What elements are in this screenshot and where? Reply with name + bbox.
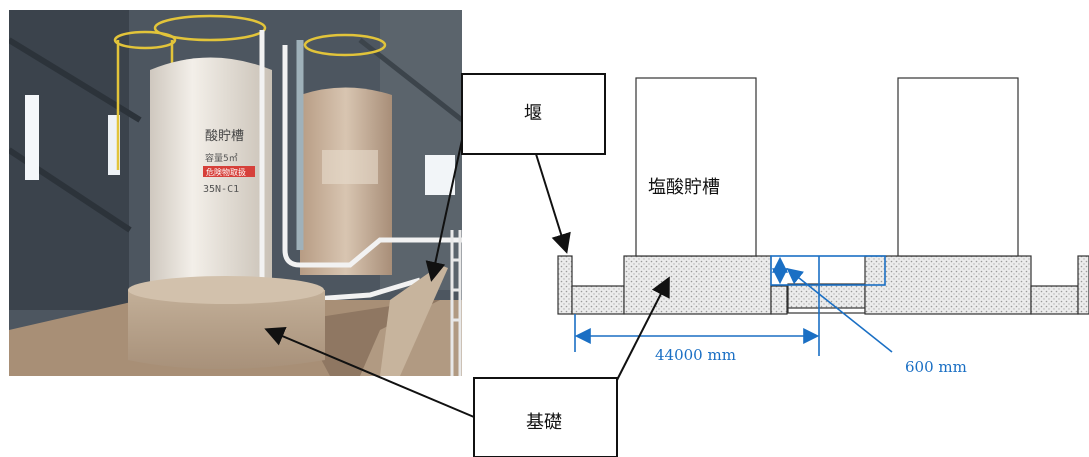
- foundation-block-1: [623, 255, 772, 315]
- slab-left: [571, 285, 625, 315]
- height-dimension-label: 600 mm: [905, 358, 967, 376]
- tank-outline-1: [635, 77, 757, 257]
- tank-name-marking: 酸貯槽: [205, 129, 244, 144]
- slab-right: [1030, 285, 1079, 315]
- foundation-callout: 基礎: [473, 377, 618, 457]
- width-dimension-label: 44000 mm: [655, 346, 736, 364]
- foundation-label: 基礎: [526, 412, 562, 433]
- weir-arrow-photo: [425, 139, 463, 282]
- weir-arrow-drawing: [535, 153, 571, 254]
- height-dimension-box: [770, 255, 886, 286]
- foundation-arrow-photo: [264, 327, 475, 418]
- foundation-block-2: [864, 255, 1032, 315]
- tank-outline-2: [897, 77, 1019, 257]
- leader-arrows: [264, 139, 670, 418]
- window-light: [25, 95, 39, 180]
- weir-callout: 堰: [461, 73, 606, 155]
- tank-photo: 酸貯槽 容量5㎥ 危険物取扱 35N-C1: [9, 10, 462, 376]
- foundation-arrow-drawing: [616, 276, 670, 381]
- weir-wall: [380, 265, 448, 376]
- ladder: [450, 230, 462, 376]
- foundation-base: [128, 280, 325, 369]
- cross-section-drawing: [557, 77, 1089, 315]
- code-marking: 35N-C1: [203, 184, 239, 195]
- window-light: [425, 155, 455, 195]
- tank-label: 塩酸貯槽: [648, 177, 720, 198]
- capacity-marking: 容量5㎥: [205, 152, 238, 164]
- weir-label: 堰: [524, 103, 542, 124]
- drain-pit: [787, 283, 866, 313]
- weir-post-left: [557, 255, 573, 315]
- warning-marking: 危険物取扱: [206, 167, 246, 177]
- height-leader: [786, 268, 893, 353]
- weir-post-right: [1077, 255, 1089, 315]
- dimension-lines: [574, 255, 893, 356]
- main-tank: [150, 57, 272, 306]
